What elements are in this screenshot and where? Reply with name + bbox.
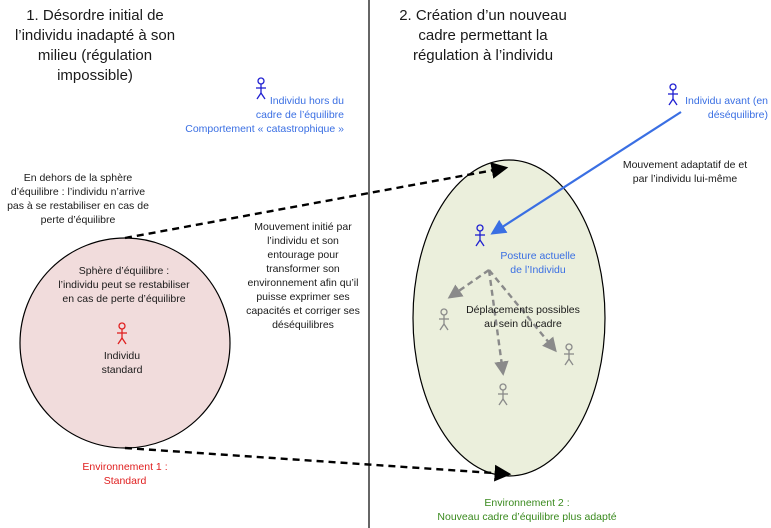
gray-arrow-right bbox=[488, 269, 557, 353]
figure-gray-right-icon bbox=[564, 343, 574, 366]
figure-gray-left-icon bbox=[439, 308, 449, 331]
bottom-dashed-arrow bbox=[124, 446, 512, 482]
gray-arrow-left bbox=[447, 269, 490, 299]
label-individu-standard: Individu standard bbox=[101, 350, 143, 376]
gray-arrow-down bbox=[487, 269, 509, 376]
label-hors-cadre: Individu hors du cadre de l’équilibre Co… bbox=[185, 95, 344, 135]
adaptive-movement-arrow bbox=[490, 111, 682, 235]
figure-posture-actuelle-icon bbox=[475, 224, 485, 247]
figure-hors-cadre-icon bbox=[256, 77, 266, 100]
label-individu-avant: Individu avant (en déséquilibre) bbox=[685, 95, 768, 121]
figure-standard-icon bbox=[117, 322, 127, 345]
label-mouvement-initie: Mouvement initié par l’individu et son e… bbox=[246, 221, 360, 331]
top-dashed-arrow bbox=[124, 162, 509, 240]
label-deplacements: Déplacements possibles au sein du cadre bbox=[466, 304, 580, 330]
label-env1: Environnement 1 : Standard bbox=[82, 461, 168, 487]
figure-individu-avant-icon bbox=[668, 83, 678, 106]
figure-gray-bottom-icon bbox=[498, 383, 508, 406]
right-title: 2. Création d’un nouveau cadre permettan… bbox=[399, 7, 567, 64]
left-title: 1. Désordre initial de l’individu inadap… bbox=[14, 7, 176, 84]
label-env2: Environnement 2 : Nouveau cadre d’équili… bbox=[437, 497, 617, 523]
label-en-dehors: En dehors de la sphère d’équilibre : l’i… bbox=[7, 172, 149, 226]
label-mouvement-adaptatif: Mouvement adaptatif de et par l’individu… bbox=[622, 159, 748, 185]
label-sphere: Sphère d’équilibre : l’individu peut se … bbox=[58, 265, 190, 305]
label-posture-actuelle: Posture actuelle de l’Individu bbox=[500, 250, 576, 276]
